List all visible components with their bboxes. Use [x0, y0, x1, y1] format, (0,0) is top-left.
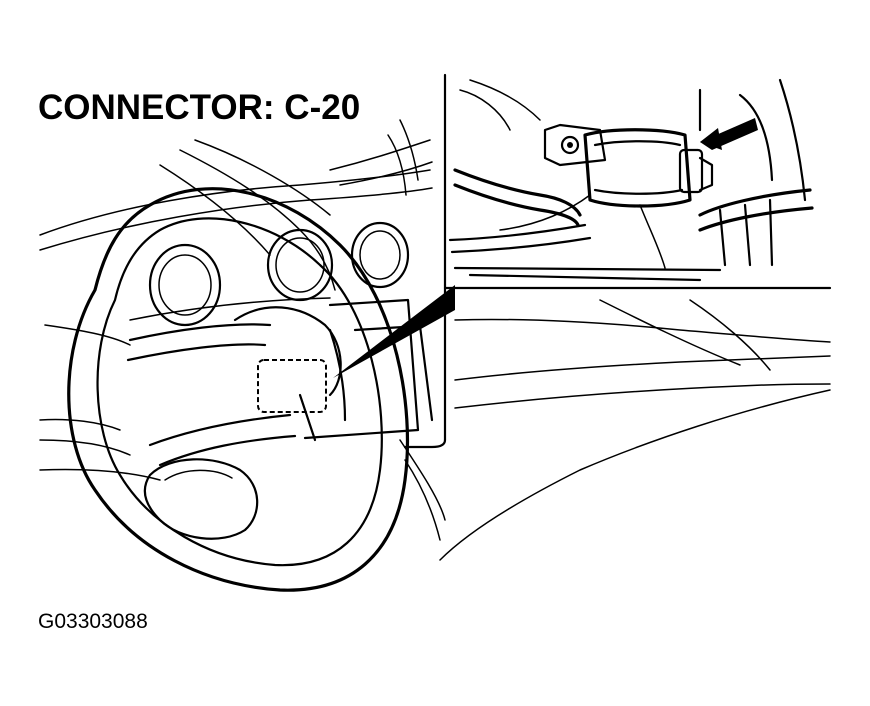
figure-id: G03303088: [38, 610, 148, 633]
connector-location-marker: [257, 359, 327, 413]
inset-detail: [403, 73, 832, 449]
instrument-cluster: [129, 221, 410, 327]
dashboard-outline: [39, 119, 831, 561]
steering-wheel: [67, 187, 410, 592]
connector-title: CONNECTOR: C-20: [38, 88, 361, 127]
callout-pointer: [333, 285, 455, 378]
